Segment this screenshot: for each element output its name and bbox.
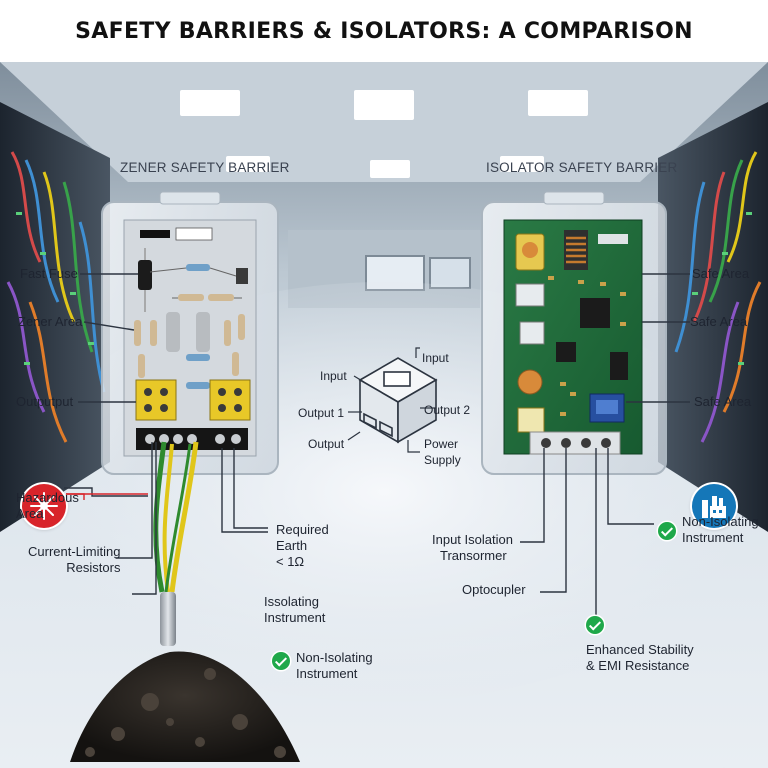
check-icon xyxy=(272,652,290,670)
earth-wire-yellow xyxy=(169,441,199,593)
check-icon xyxy=(586,616,604,634)
check-icon xyxy=(658,522,676,540)
hazard-icon xyxy=(22,484,66,528)
isolator-leaders xyxy=(520,273,690,618)
rack-cables-left xyxy=(6,151,106,443)
module-label-output: Output xyxy=(308,437,345,451)
label-zener-area: Zener Area xyxy=(18,314,83,329)
soil-pile xyxy=(70,651,300,762)
optocoupler-component xyxy=(517,369,543,395)
label-optocoupler: Optocupler xyxy=(462,582,526,597)
module-label-input-top: Input xyxy=(422,351,449,365)
isolator-heading: ISOLATOR SAFETY BARRIER xyxy=(486,160,678,175)
scene: ZENER SAFETY BARRIER ISOLATOR SAFETY BAR… xyxy=(0,62,768,768)
label-required-earth: Required Earth < 1Ω xyxy=(276,522,329,569)
rack-cables-right xyxy=(674,151,762,443)
center-module xyxy=(358,357,438,444)
zener-heading: ZENER SAFETY BARRIER xyxy=(120,160,290,175)
soil-rocks xyxy=(85,668,286,758)
zener-resistors xyxy=(134,264,245,389)
label-output: Outputput xyxy=(16,394,74,409)
earth-wire-green xyxy=(164,443,192,593)
isolator-enclosure-clip xyxy=(543,191,605,205)
isolator-terminal-strip xyxy=(529,431,621,455)
ceiling-light xyxy=(354,90,414,120)
zener-barrier xyxy=(101,191,279,475)
isolator-barrier xyxy=(481,191,667,475)
zener-enclosure-clip xyxy=(159,191,221,205)
module-label-output-1: Output 1 xyxy=(298,406,345,420)
center-module-leaders xyxy=(347,347,436,453)
relay xyxy=(515,283,545,307)
ceiling-light xyxy=(180,90,240,116)
ceiling-light xyxy=(226,156,270,172)
terminal-block-right xyxy=(209,379,251,421)
safe-area-icon xyxy=(692,484,736,528)
label-non-isolating-instrument-right: Non-Isolating Instrument xyxy=(682,514,759,545)
label-input-isolation-transformer: Input Isolation Transormer xyxy=(432,532,513,563)
label-safe-area-3: Safe Area xyxy=(694,394,752,409)
fast-fuse xyxy=(138,260,152,290)
label-fast-fuse: Fast Fuse xyxy=(20,266,78,281)
zener-board xyxy=(123,219,257,457)
ceiling-light xyxy=(370,160,410,178)
label-current-limiting-resistors: Current-Limiting Resistors xyxy=(28,544,121,575)
rack-leds-left xyxy=(16,212,94,365)
earth-rod xyxy=(160,592,176,646)
earth-wire-yellow xyxy=(162,443,174,593)
label-non-isolating-instrument-left: Non-Isolating Instrument xyxy=(296,650,373,681)
zener-leaders xyxy=(64,273,268,595)
label-safe-area-2: Safe Area xyxy=(690,314,748,329)
label-safe-area-1: Safe Area xyxy=(692,266,750,281)
ceiling-light xyxy=(528,90,588,116)
label-isolating-instrument: Issolating Instrument xyxy=(264,594,326,625)
rack-leds-right xyxy=(692,212,752,365)
ic-chip xyxy=(580,298,610,328)
page-title: SAFETY BARRIERS & ISOLATORS: A COMPARISO… xyxy=(75,18,693,44)
module-label-output-2: Output 2 xyxy=(424,403,471,417)
label-hazardous-area: Hazardous Area xyxy=(16,490,79,521)
scene-graphics xyxy=(0,62,768,768)
module-label-power-supply: Power Supply xyxy=(424,437,461,467)
module-label-input-left: Input xyxy=(320,369,347,383)
ceiling-light xyxy=(500,156,544,172)
label-enhanced-stability: Enhanced Stability & EMI Resistance xyxy=(586,642,694,673)
title-bar: SAFETY BARRIERS & ISOLATORS: A COMPARISO… xyxy=(0,0,768,62)
wall-monitor xyxy=(429,257,471,289)
terminal-block-left xyxy=(135,379,177,421)
